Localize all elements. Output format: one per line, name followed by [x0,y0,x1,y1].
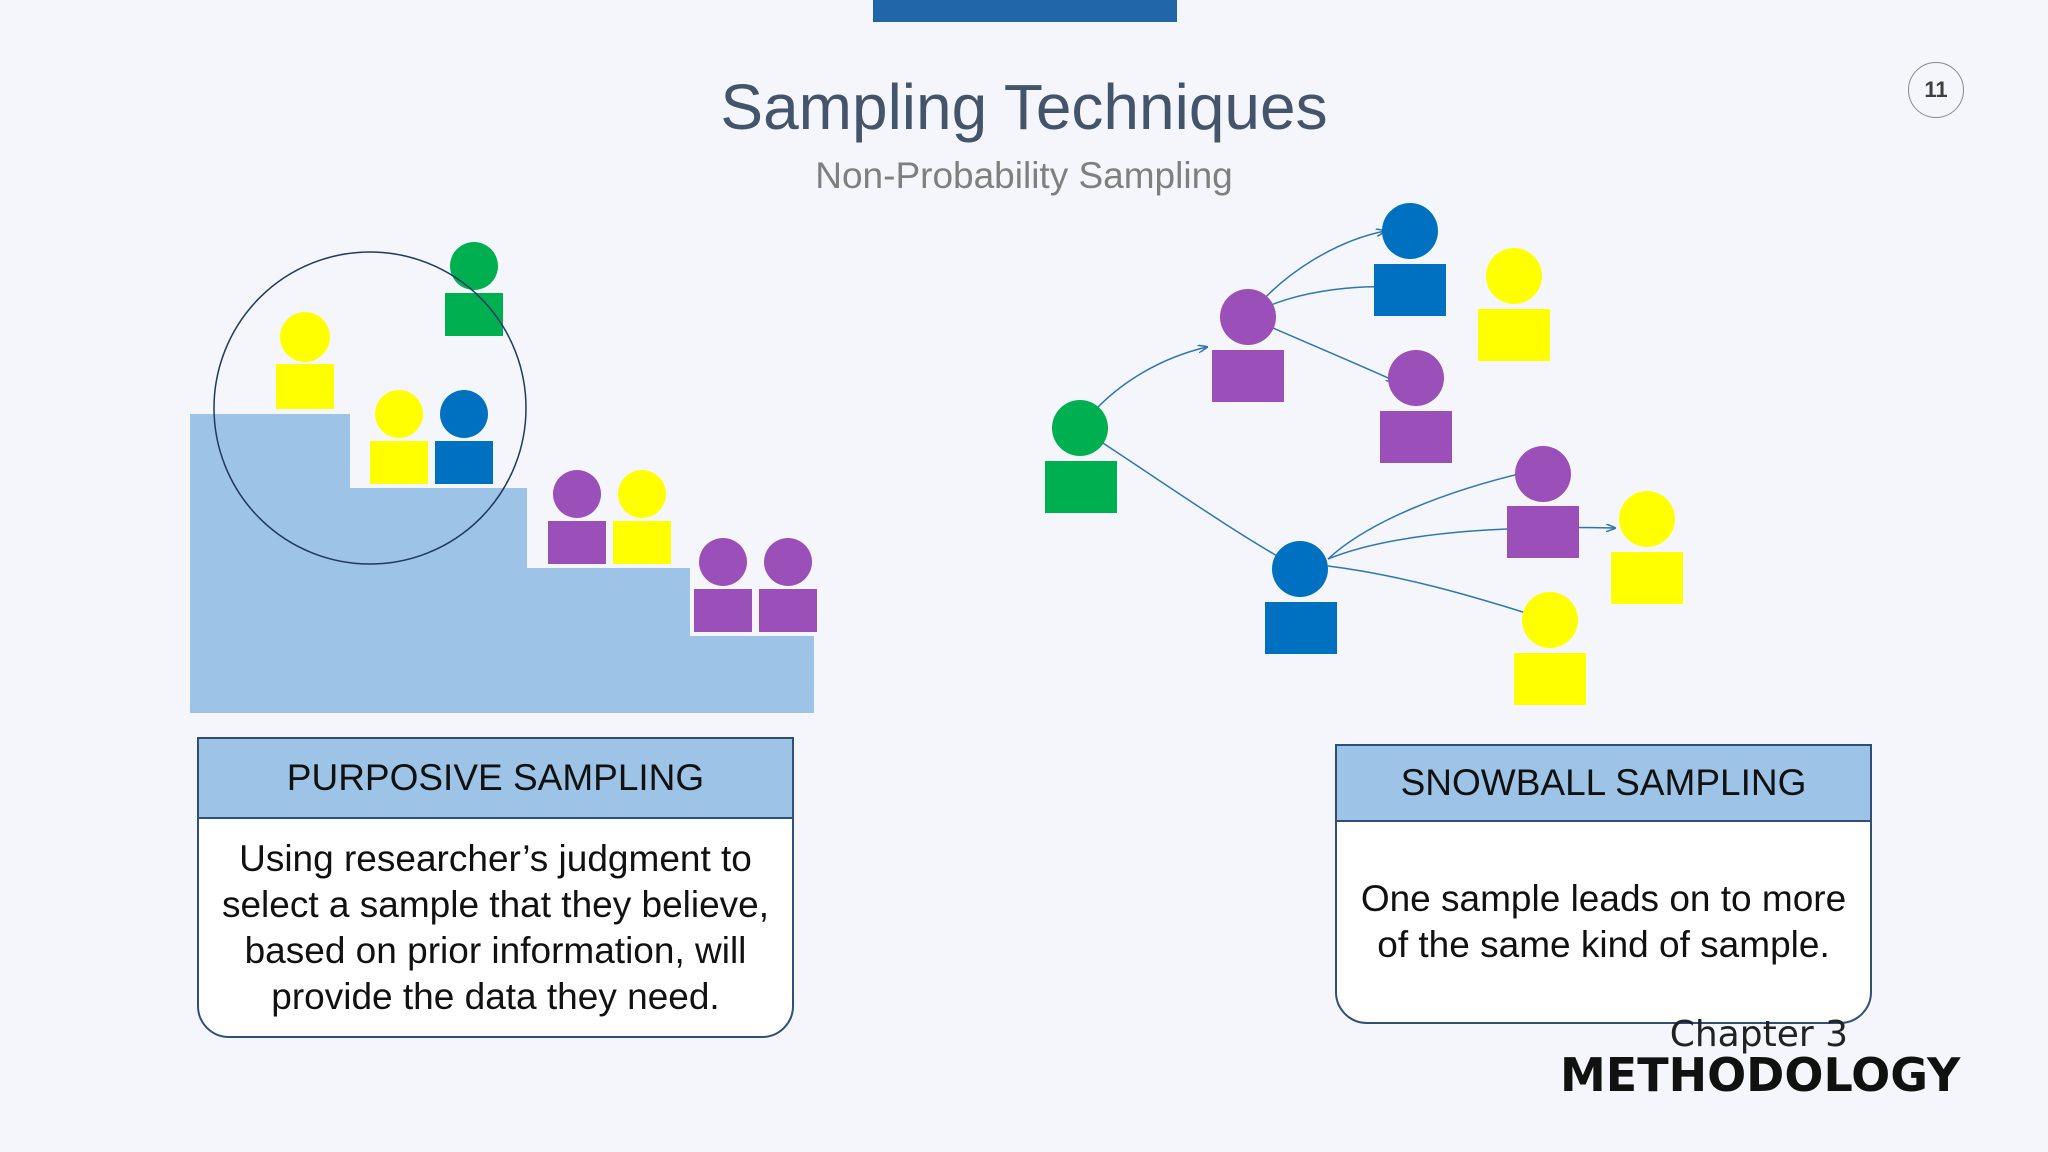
purposive-sampling-heading: PURPOSIVE SAMPLING [199,739,792,819]
person-icon-blue [1265,541,1337,654]
person-icon-purple [1380,350,1452,463]
person-icon-blue [435,390,493,484]
person-icon-blue [1374,203,1446,316]
snowball-sampling-heading: SNOWBALL SAMPLING [1337,746,1870,822]
person-icon-yellow [613,470,671,564]
person-icon-yellow [1514,592,1586,705]
slide-title: Sampling Techniques [720,71,1328,143]
person-icon-purple [548,470,606,564]
person-icon-yellow [370,390,428,484]
section-label: METHODOLOGY [1560,1048,1961,1102]
snowball-sampling-description: One sample leads on to more of the same … [1360,878,1847,965]
staircase-graphic [190,414,814,713]
selection-circle [213,251,527,565]
person-icon-green [445,242,503,336]
person-icon-yellow [276,312,334,409]
accent-bar [873,0,1177,22]
page-number-badge: 11 [1908,62,1964,118]
person-icon-green [1045,400,1117,513]
purposive-sampling-card: PURPOSIVE SAMPLING Using researcher’s ju… [197,737,794,1038]
person-icon-yellow [1611,491,1683,604]
person-icon-purple [1212,289,1284,402]
slide-subtitle: Non-Probability Sampling [815,155,1233,196]
purposive-sampling-description: Using researcher’s judgment to select a … [221,837,770,1017]
person-icon-purple [694,538,752,632]
person-icon-purple [759,538,817,632]
chapter-label: Chapter 3 [1669,1014,1848,1055]
person-icon-purple [1507,446,1579,558]
person-icon-yellow [1478,248,1550,361]
snowball-sampling-card: SNOWBALL SAMPLING One sample leads on to… [1335,744,1872,1024]
